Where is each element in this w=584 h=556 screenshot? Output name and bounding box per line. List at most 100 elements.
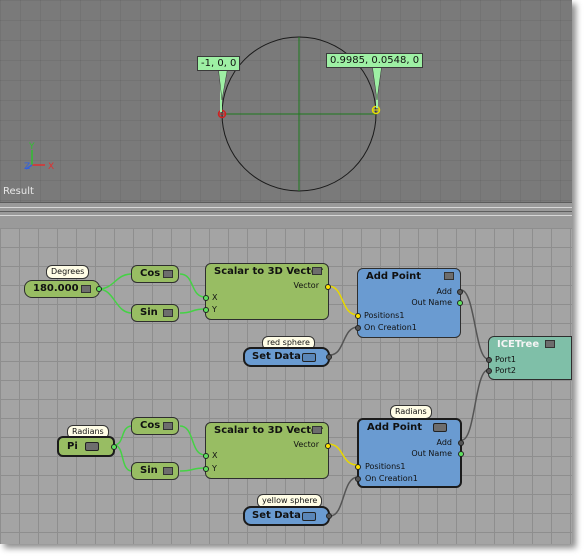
- scalar-to-vector-node[interactable]: Scalar to 3D Vector Vector X Y: [203, 263, 331, 320]
- node-icon: [312, 426, 322, 434]
- comment-icon: [85, 442, 99, 451]
- cos-title: Cos: [140, 268, 161, 279]
- wire-add-port1: [460, 289, 489, 360]
- add-port[interactable]: [457, 289, 463, 295]
- node-icon: [545, 340, 555, 348]
- scalar-title: Scalar to 3D Vector: [214, 266, 323, 277]
- scalar-title: Scalar to 3D Vector: [214, 425, 323, 436]
- coord-label-right: 0.9985, 0.0548, 0: [326, 53, 424, 68]
- addpoint-title: Add Point: [366, 271, 422, 282]
- outname-port[interactable]: [457, 300, 463, 306]
- positions-label: Positions1: [365, 462, 406, 471]
- x-port[interactable]: [203, 295, 209, 301]
- wire-vector2-positions: [327, 443, 359, 466]
- comment-icon: [433, 423, 447, 432]
- wire-value-sin: [97, 288, 133, 314]
- degrees-value: 180.000: [33, 283, 79, 294]
- viewport-drawing: X Y Z: [24, 36, 383, 192]
- scalar-to-vector-node-2[interactable]: Scalar to 3D Vector Vector X Y: [203, 422, 331, 479]
- output-port[interactable]: [96, 286, 102, 292]
- set-data-node-yellow[interactable]: Set Data: [243, 506, 332, 526]
- oncreation-label: On Creation1: [365, 474, 418, 483]
- setdata-port[interactable]: [326, 513, 332, 519]
- vector-label: Vector: [293, 440, 320, 449]
- wire-cos-x: [179, 273, 206, 298]
- x-port[interactable]: [203, 453, 209, 459]
- vector-port[interactable]: [325, 443, 331, 449]
- x-label: X: [212, 293, 218, 302]
- oncreation-port[interactable]: [355, 476, 361, 482]
- add-point-node[interactable]: Add Point Add Out Name Positions1 On Cre…: [355, 268, 463, 338]
- panel-splitter[interactable]: [0, 202, 572, 229]
- addpoint-title: Add Point: [367, 422, 423, 433]
- y-label: Y: [212, 305, 217, 314]
- comment-icon: [302, 512, 316, 521]
- node-icon: [163, 270, 173, 278]
- sin-node[interactable]: Sin: [131, 304, 179, 322]
- port2-port[interactable]: [486, 368, 492, 374]
- y-port[interactable]: [203, 307, 209, 313]
- icetree-title: ICETree: [497, 339, 540, 350]
- wire-value2-sin: [113, 444, 133, 472]
- x-label: X: [212, 451, 218, 460]
- axis-z-label: Z: [24, 162, 30, 172]
- outname-label: Out Name: [411, 298, 452, 307]
- vector-port[interactable]: [325, 284, 331, 290]
- setdata-title: Set Data: [252, 351, 301, 362]
- y-port[interactable]: [203, 466, 209, 472]
- wire-add2-port2: [461, 369, 489, 441]
- port1-label: Port1: [495, 355, 516, 364]
- viewport-label: Result: [3, 186, 34, 197]
- add-point-node-2[interactable]: Add Point Add Out Name Positions1 On Cre…: [355, 418, 464, 488]
- positions-port[interactable]: [355, 464, 361, 470]
- coord-label-left: -1, 0, 0: [197, 56, 241, 71]
- wire-cos2-x: [179, 425, 206, 456]
- wire-sin2-y: [179, 467, 206, 472]
- sin-title: Sin: [140, 307, 158, 318]
- node-icon: [81, 285, 91, 293]
- setdata-port[interactable]: [326, 354, 332, 360]
- wire-value-cos: [97, 273, 133, 290]
- sin-node-2[interactable]: Sin: [131, 462, 179, 480]
- axis-y-label: Y: [28, 142, 35, 152]
- wire-sin-y: [179, 308, 206, 314]
- degrees-value-node[interactable]: 180.000: [24, 280, 102, 298]
- outname-port[interactable]: [458, 451, 464, 457]
- node-icon: [163, 467, 173, 475]
- vector-label: Vector: [293, 281, 320, 290]
- radians-addpoint-bubble: Radians: [390, 405, 432, 419]
- ice-tree-graph[interactable]: Degrees 180.000 Cos Sin Scalar to 3D Vec…: [0, 228, 572, 544]
- add-label: Add: [436, 438, 453, 447]
- add-port[interactable]: [458, 440, 464, 446]
- set-data-node-red[interactable]: Set Data: [243, 347, 332, 367]
- port1-port[interactable]: [486, 357, 492, 363]
- positions-port[interactable]: [355, 313, 361, 319]
- wire-setdata-oncreation: [329, 326, 359, 356]
- node-icon: [163, 422, 173, 430]
- port2-label: Port2: [495, 366, 516, 375]
- oncreation-label: On Creation1: [364, 323, 417, 332]
- result-viewport[interactable]: X Y Z -1, 0, 0 0.9985, 0.0548, 0 Result: [0, 0, 572, 202]
- cos-node[interactable]: Cos: [131, 265, 179, 283]
- wire-value2-cos: [113, 425, 133, 446]
- pi-value-node[interactable]: Pi: [57, 436, 117, 457]
- y-label: Y: [212, 464, 217, 473]
- degrees-bubble: Degrees: [46, 265, 90, 279]
- node-icon: [444, 272, 454, 280]
- cos-title: Cos: [140, 420, 161, 431]
- icetree-node[interactable]: ICETree Port1 Port2: [486, 336, 572, 380]
- output-port[interactable]: [111, 444, 117, 450]
- wire-setdata2-oncreation: [329, 476, 359, 517]
- node-icon: [312, 267, 322, 275]
- cos-node-2[interactable]: Cos: [131, 417, 179, 435]
- outname-label: Out Name: [411, 449, 452, 458]
- add-label: Add: [436, 287, 453, 296]
- sin-title: Sin: [140, 465, 158, 476]
- setdata-title: Set Data: [252, 510, 301, 521]
- oncreation-port[interactable]: [355, 325, 361, 331]
- graph-wires: [97, 273, 489, 517]
- softimage-window: X Y Z -1, 0, 0 0.9985, 0.0548, 0 Result: [0, 0, 572, 544]
- node-icon: [163, 309, 173, 317]
- pi-value: Pi: [67, 441, 78, 452]
- wire-vector-positions: [327, 285, 359, 316]
